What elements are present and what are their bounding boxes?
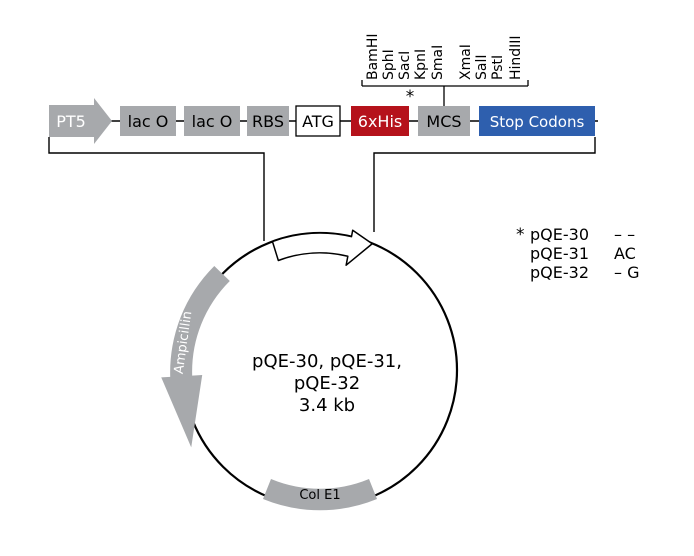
lac-operator-2-label: lac O — [192, 112, 233, 131]
lac-operator-2-box — [184, 106, 240, 136]
lac-operator-1: lac O — [120, 106, 176, 136]
site-xmai: XmaI — [458, 44, 474, 80]
site-bamhi: BamHI — [365, 34, 381, 80]
start-codon: ATG — [295, 105, 341, 137]
frame-asterisk: * — [406, 87, 415, 107]
mcs-box — [418, 106, 470, 136]
site-hindiii: HindIII — [508, 35, 524, 80]
lac-operator-1-label: lac O — [128, 112, 169, 131]
ampicillin-resistance-arrow — [161, 265, 230, 448]
cassette: PT5 lac O lac O RBS ATG 6xHis — [49, 87, 598, 144]
his-tag-label: 6xHis — [358, 112, 402, 131]
stop-codons: Stop Codons — [479, 106, 595, 136]
plasmid-name-line2: pQE-32 — [294, 373, 360, 394]
frame-legend: * pQE-30 – – pQE-31 AC pQE-32 – G — [516, 225, 639, 282]
plasmid-size: 3.4 kb — [299, 395, 355, 416]
site-sali: SalI — [474, 55, 490, 80]
connector-right — [373, 137, 596, 232]
rbs-box — [247, 106, 289, 136]
col-e1-label: Col E1 — [299, 488, 340, 503]
rbs-label: RBS — [252, 112, 284, 131]
connector-left — [48, 137, 265, 241]
frame-row-2-vector: pQE-31 — [530, 244, 589, 263]
site-saci: SacI — [397, 51, 413, 80]
plasmid-map: Ampicillin Col E1 pQE-30, pQE-31, pQE-32… — [161, 229, 459, 511]
atg-label: ATG — [302, 112, 334, 131]
cassette-connectors — [48, 137, 596, 241]
frame-row-1-vector: pQE-30 — [530, 225, 589, 244]
mcs-label: MCS — [426, 112, 461, 131]
rbs: RBS — [247, 106, 289, 136]
his-tag-box — [351, 106, 409, 136]
frame-row-1-bases: – – — [614, 225, 635, 244]
pt5-promoter: PT5 — [49, 98, 112, 144]
site-smai: SmaI — [430, 45, 446, 80]
site-psti: PstI — [490, 55, 506, 80]
site-kpni: KpnI — [413, 49, 429, 80]
plasmid-name-line1: pQE-30, pQE-31, — [252, 351, 402, 372]
pt5-label: PT5 — [56, 112, 86, 131]
stop-codons-box — [479, 106, 595, 136]
stop-codons-label: Stop Codons — [490, 113, 585, 131]
col-e1-origin — [263, 479, 377, 511]
site-sphi: SphI — [381, 49, 397, 80]
cassette-insert-arrow — [271, 229, 373, 266]
frame-row-3-vector: pQE-32 — [530, 263, 589, 282]
lac-operator-1-box — [120, 106, 176, 136]
pt5-promoter-arrow — [49, 98, 112, 144]
restriction-sites: BamHI SphI SacI KpnI SmaI XmaI SalI PstI… — [361, 34, 529, 106]
frame-legend-asterisk: * — [516, 225, 525, 245]
frame-row-2-bases: AC — [614, 244, 636, 263]
mcs: MCS — [418, 106, 470, 136]
his-tag: 6xHis — [351, 106, 409, 136]
lac-operator-2: lac O — [184, 106, 240, 136]
atg-box — [295, 105, 341, 137]
frame-row-3-bases: – G — [614, 263, 639, 282]
